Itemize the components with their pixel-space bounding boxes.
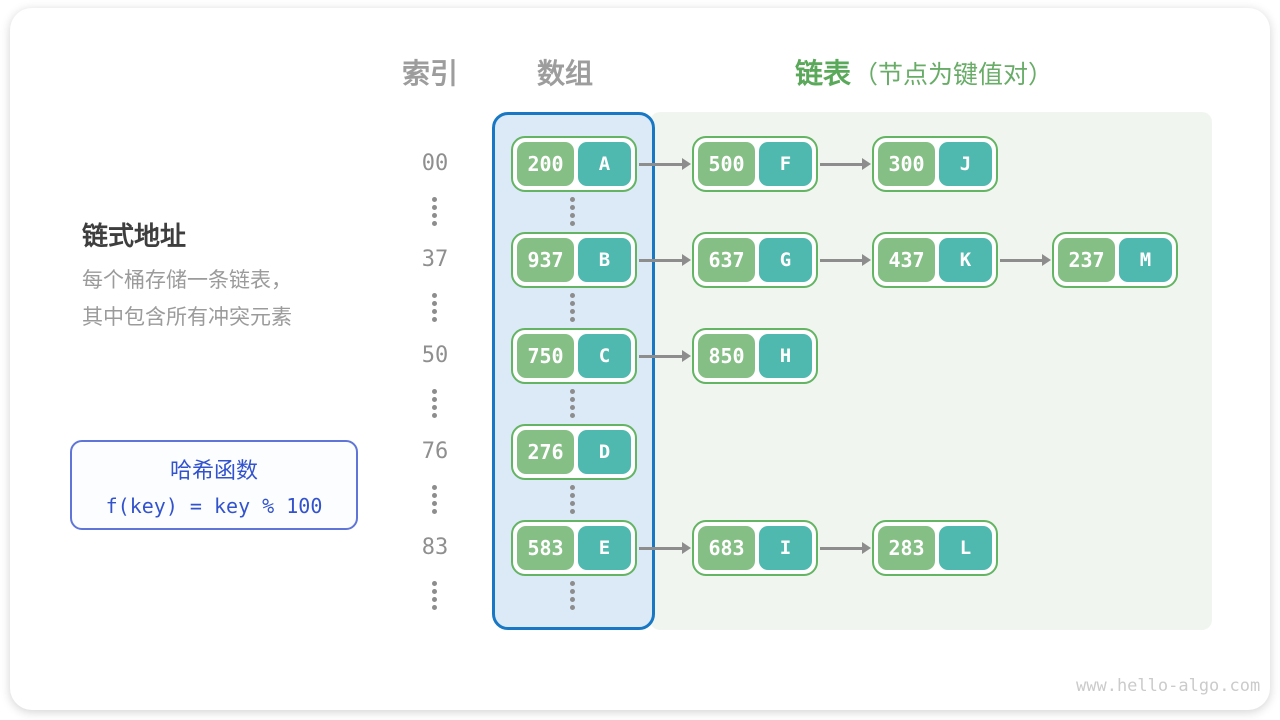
- node-value: L: [939, 526, 992, 570]
- bucket-index-label: 50: [421, 343, 449, 368]
- link-arrow-icon: [639, 253, 691, 266]
- link-arrow-icon: [639, 541, 691, 554]
- node-value: H: [759, 334, 812, 378]
- ellipsis-dots-icon: [432, 581, 437, 610]
- hash-function-title: 哈希函数: [169, 459, 258, 484]
- link-arrow-icon: [820, 157, 871, 170]
- ellipsis-dots-icon: [432, 197, 437, 226]
- hash-function-formula: f(key) = key % 100: [105, 494, 323, 518]
- node-value: M: [1119, 238, 1172, 282]
- ellipsis-dots-icon: [570, 581, 575, 610]
- node-key: 937: [517, 238, 574, 282]
- node-key: 300: [878, 142, 935, 186]
- node-value: F: [759, 142, 812, 186]
- list-column-header: 链表 （节点为键值对）: [795, 52, 1053, 92]
- node-value: D: [578, 430, 631, 474]
- node-key: 750: [517, 334, 574, 378]
- node-key: 583: [517, 526, 574, 570]
- node-value: B: [578, 238, 631, 282]
- link-arrow-icon: [820, 541, 871, 554]
- node-value: K: [939, 238, 992, 282]
- section-title: 链式地址: [82, 222, 187, 252]
- watermark: www.hello-algo.com: [1076, 676, 1261, 696]
- link-arrow-icon: [1000, 253, 1051, 266]
- node-key: 500: [698, 142, 755, 186]
- node-value: C: [578, 334, 631, 378]
- list-header-label: 链表: [795, 57, 852, 90]
- list-header-note: （节点为键值对）: [853, 60, 1054, 89]
- node-value: J: [939, 142, 992, 186]
- ellipsis-dots-icon: [570, 197, 575, 226]
- node-key: 683: [698, 526, 755, 570]
- node-key: 200: [517, 142, 574, 186]
- node-value: I: [759, 526, 812, 570]
- ellipsis-dots-icon: [432, 389, 437, 418]
- node-value: A: [578, 142, 631, 186]
- ellipsis-dots-icon: [570, 485, 575, 514]
- ellipsis-dots-icon: [570, 293, 575, 322]
- node-key: 850: [698, 334, 755, 378]
- node-key: 437: [878, 238, 935, 282]
- bucket-index-label: 76: [421, 439, 449, 464]
- hash-function-box: 哈希函数 f(key) = key % 100: [70, 440, 358, 530]
- node-key: 283: [878, 526, 935, 570]
- bucket-index-label: 37: [421, 247, 449, 272]
- ellipsis-dots-icon: [432, 293, 437, 322]
- index-column-header: 索引: [401, 57, 458, 90]
- node-value: G: [759, 238, 812, 282]
- description-line: 每个桶存储一条链表，: [82, 268, 292, 292]
- node-key: 237: [1058, 238, 1115, 282]
- description-line: 其中包含所有冲突元素: [82, 305, 292, 329]
- ellipsis-dots-icon: [432, 485, 437, 514]
- node-key: 276: [517, 430, 574, 474]
- node-value: E: [578, 526, 631, 570]
- node-key: 637: [698, 238, 755, 282]
- link-arrow-icon: [639, 349, 691, 362]
- section-description: 每个桶存储一条链表， 其中包含所有冲突元素: [82, 262, 292, 336]
- ellipsis-dots-icon: [570, 389, 575, 418]
- bucket-index-label: 00: [421, 151, 449, 176]
- link-arrow-icon: [820, 253, 871, 266]
- array-column-header: 数组: [536, 57, 593, 90]
- link-arrow-icon: [639, 157, 691, 170]
- bucket-index-label: 83: [421, 535, 449, 560]
